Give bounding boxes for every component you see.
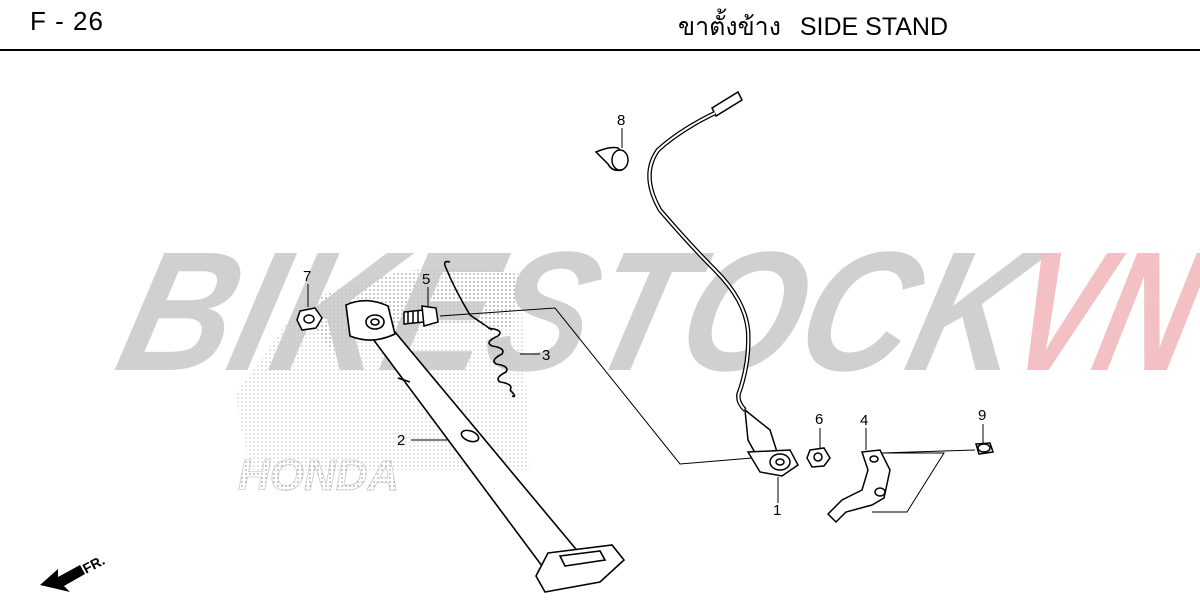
- header-divider: [0, 49, 1200, 51]
- side-stand-bar: [345, 299, 626, 593]
- callout-7: 7: [303, 268, 311, 285]
- site-watermark: BIKESTOCK VN: [103, 216, 1200, 406]
- bracket-part-4: [826, 449, 891, 524]
- side-stand-switch-part-1: [594, 90, 799, 477]
- page-title-english: SIDE STAND: [799, 13, 949, 41]
- watermark-text-main: BIKESTOCK: [103, 216, 1060, 406]
- pivot-bolt-part-5: [403, 305, 439, 327]
- page-title: ขาตั้งข้าง SIDE STAND: [678, 7, 960, 47]
- callout-2: 2: [397, 432, 405, 449]
- honda-logo-text: HONDA: [238, 451, 399, 500]
- callout-4: 4: [860, 412, 868, 429]
- bolt-part-9: [975, 442, 994, 455]
- callout-9: 9: [978, 407, 986, 424]
- callout-6: 6: [815, 411, 823, 428]
- callout-5: 5: [422, 271, 430, 288]
- leader-lines: [307, 128, 984, 513]
- spring-part-3: [443, 260, 516, 398]
- front-direction-marker: FR.: [40, 552, 107, 592]
- callout-1: 1: [773, 502, 781, 519]
- callout-labels: 1 2 3 4 5 6 7 8 9: [303, 112, 986, 519]
- page-code: F - 26: [30, 6, 104, 36]
- front-arrow-icon: [40, 565, 85, 592]
- page-title-thai: ขาตั้งข้าง: [678, 13, 781, 41]
- page-header: F - 26 ขาตั้งข้าง SIDE STAND: [0, 0, 1200, 51]
- nut-part-6: [806, 447, 831, 468]
- callout-8: 8: [617, 112, 625, 129]
- callout-3: 3: [542, 347, 550, 364]
- nut-part-7: [296, 307, 323, 331]
